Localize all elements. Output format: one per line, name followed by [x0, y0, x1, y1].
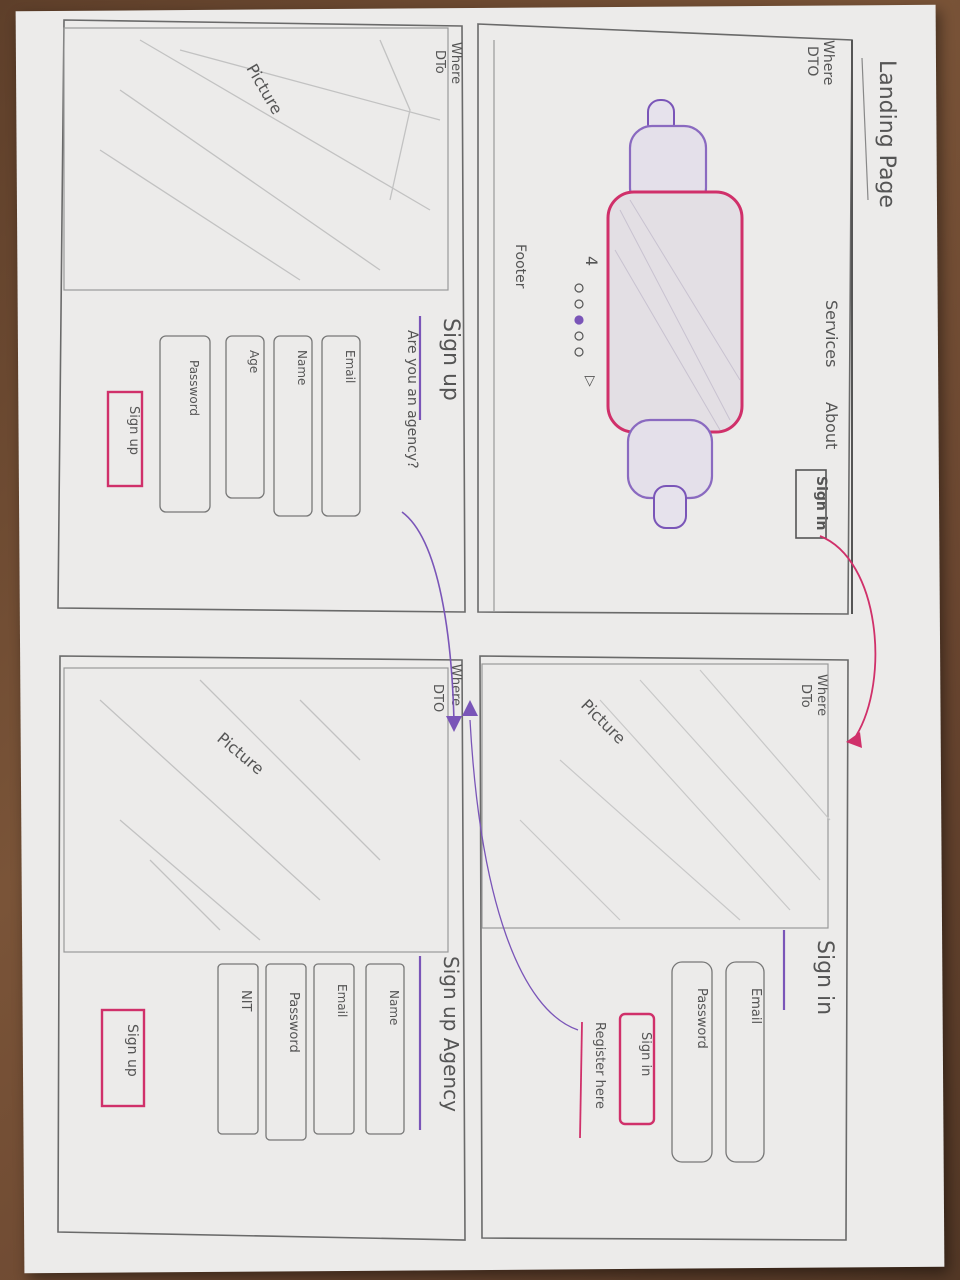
landing-page-panel: Landing Page Where DTO Services About Si…	[493, 40, 899, 614]
signup-email-placeholder: Email	[343, 350, 357, 383]
signin-brand-line2: DTo	[798, 684, 813, 708]
arrow-head-signin	[846, 732, 862, 748]
signin-submit-label[interactable]: Sign in	[638, 1032, 653, 1076]
nav-services[interactable]: Services	[822, 300, 841, 367]
agency-heading: Sign up Agency	[439, 956, 463, 1112]
signup-panel-frame	[57, 19, 466, 613]
agency-picture-hatching	[99, 679, 381, 941]
signup-submit-label[interactable]: Sign up	[126, 406, 141, 455]
agency-nit-placeholder: NIT	[238, 990, 253, 1012]
signup-picture-label: Picture	[243, 61, 287, 118]
landing-brand-line2: DTO	[804, 46, 820, 76]
agency-brand-line1: Where	[448, 664, 463, 706]
signin-email-placeholder: Email	[748, 988, 763, 1024]
register-here-link[interactable]: Register here	[592, 1022, 607, 1109]
signin-password-placeholder: Password	[694, 988, 709, 1049]
agency-brand-line2: DTO	[430, 684, 445, 712]
signup-picture-hatching	[99, 39, 441, 281]
signup-heading: Sign up	[438, 318, 463, 401]
landing-panel-frame	[477, 23, 853, 615]
signin-panel-frame	[479, 655, 849, 1241]
carousel-dots[interactable]	[574, 283, 584, 357]
signup-agency-panel: Where DTO Picture Sign up Agency Name Em…	[63, 664, 463, 1141]
carousel-dot-5	[574, 347, 584, 357]
signup-agency-panel-frame	[57, 655, 466, 1241]
signin-heading: Sign in	[812, 940, 837, 1015]
agency-name-placeholder: Name	[387, 990, 401, 1025]
agency-password-input[interactable]	[265, 963, 307, 1141]
signup-picture-frame	[63, 27, 449, 291]
signin-button-frame[interactable]	[795, 469, 827, 539]
agency-name-input[interactable]	[365, 963, 405, 1135]
signin-picture-frame	[481, 663, 829, 929]
agency-picture-frame	[63, 667, 449, 953]
agency-nit-input[interactable]	[217, 963, 259, 1135]
signup-password-input[interactable]	[159, 335, 211, 513]
signin-panel: Where DTo Picture Sign in Email Password…	[481, 663, 837, 1163]
signin-brand-line1: Where	[814, 674, 829, 716]
signin-password-input[interactable]	[671, 961, 713, 1163]
carousel-dot-1	[574, 283, 584, 293]
signin-email-input[interactable]	[725, 961, 765, 1163]
signup-password-placeholder: Password	[187, 360, 201, 416]
signin-button[interactable]: Sign in	[813, 476, 829, 531]
agency-submit-label[interactable]: Sign up	[124, 1024, 140, 1077]
signup-brand-line1: Where	[448, 42, 463, 84]
signup-email-input[interactable]	[321, 335, 361, 517]
arrow-signin-to-signin-page	[819, 535, 877, 737]
carousel-image	[606, 99, 744, 529]
carousel-dot-active	[574, 315, 584, 325]
panel-frames	[57, 19, 853, 1241]
signup-brand-line2: DTo	[432, 50, 447, 74]
signup-submit-button[interactable]	[106, 390, 144, 488]
arrow-head-agency	[446, 716, 462, 732]
signup-name-placeholder: Name	[295, 350, 309, 385]
register-link-underline	[579, 1021, 583, 1139]
arrow-head-register	[462, 700, 478, 716]
landing-brand-line1: Where	[820, 40, 836, 85]
arrow-agency-question-to-agency-signup	[401, 511, 455, 723]
signup-panel: Where DTo Picture Sign up Are you an age…	[63, 27, 463, 517]
agency-email-placeholder: Email	[335, 984, 349, 1017]
agency-question-link[interactable]: Are you an agency?	[404, 330, 420, 469]
carousel-counter: 4	[582, 256, 601, 266]
signin-submit-button[interactable]	[618, 1012, 656, 1126]
flow-arrows	[401, 511, 877, 1031]
arrow-register-to-signup	[469, 719, 579, 1031]
title-underline	[861, 57, 869, 201]
signin-picture-hatching	[519, 669, 831, 921]
landing-title: Landing Page	[874, 60, 899, 208]
signup-age-placeholder: Age	[247, 350, 261, 373]
carousel-dot-2	[574, 299, 584, 309]
carousel-dot-4	[574, 331, 584, 341]
landing-footer: Footer	[512, 244, 528, 289]
nav-about[interactable]: About	[822, 402, 841, 449]
agency-email-input[interactable]	[313, 963, 355, 1135]
signup-age-input[interactable]	[225, 335, 265, 499]
signup-name-input[interactable]	[273, 335, 313, 517]
carousel-next-icon[interactable]: ▷	[582, 376, 598, 387]
agency-password-placeholder: Password	[286, 992, 301, 1053]
agency-picture-label: Picture	[213, 729, 267, 779]
agency-submit-button[interactable]	[100, 1008, 146, 1108]
